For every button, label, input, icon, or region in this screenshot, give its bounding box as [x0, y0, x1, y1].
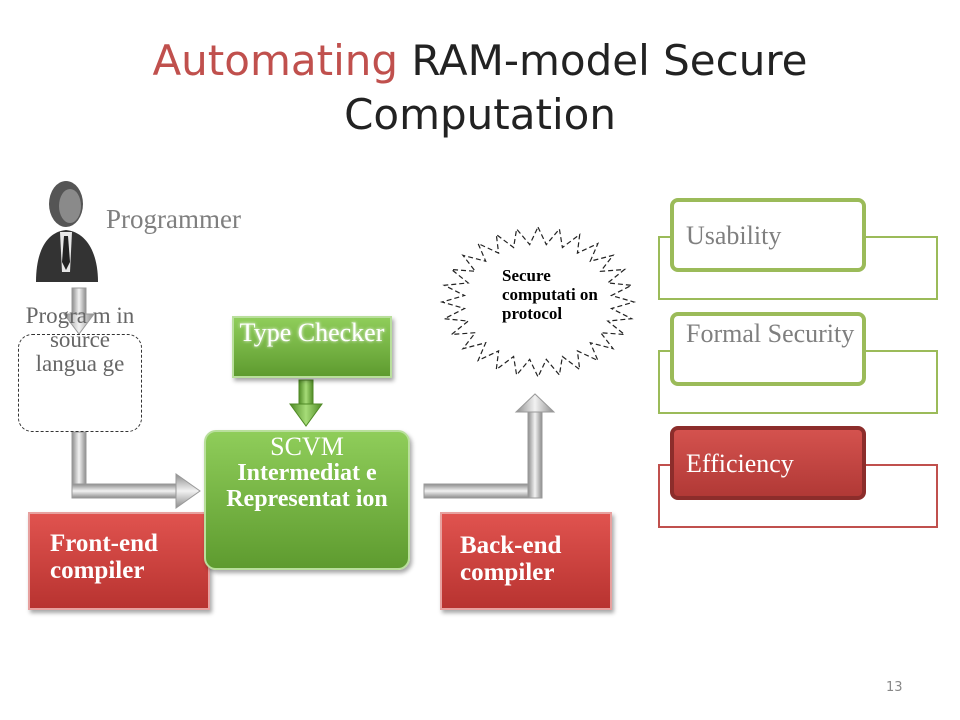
- scvm-body: Intermediat e Representat ion: [226, 460, 388, 512]
- front-end-compiler: Front-end compiler: [28, 512, 210, 610]
- source-program-box: [18, 334, 142, 432]
- formal-security-tab: Formal Security: [670, 312, 866, 386]
- efficiency-tab: Efficiency: [670, 426, 866, 500]
- title-highlight: Automating: [152, 36, 399, 85]
- protocol-label: Secure computati on protocol: [502, 266, 598, 323]
- type-checker: Type Checker: [232, 316, 392, 378]
- scvm-title: SCVM: [270, 432, 344, 461]
- title-line2: Computation: [344, 90, 616, 139]
- arrow-programmer-to-source: [63, 287, 95, 335]
- programmer-label: Programmer: [106, 204, 241, 234]
- slide-title: Automating RAM-model Secure Computation: [0, 34, 960, 142]
- page-number: 13: [886, 680, 903, 695]
- usability-tab: Usability: [670, 198, 866, 272]
- scvm-ir-box: SCVM Intermediat e Representat ion: [204, 430, 410, 570]
- arrow-typechecker-to-scvm: [289, 379, 323, 427]
- back-end-compiler: Back-end compiler: [440, 512, 612, 610]
- source-program-label: Progra m in source langua ge: [25, 303, 135, 376]
- person-icon: [36, 181, 98, 282]
- arrow-source-to-scvm: [71, 431, 201, 509]
- arrow-scvm-to-protocol: [423, 393, 556, 499]
- protocol-starburst: [439, 225, 637, 379]
- title-rest: RAM-model Secure: [398, 36, 808, 85]
